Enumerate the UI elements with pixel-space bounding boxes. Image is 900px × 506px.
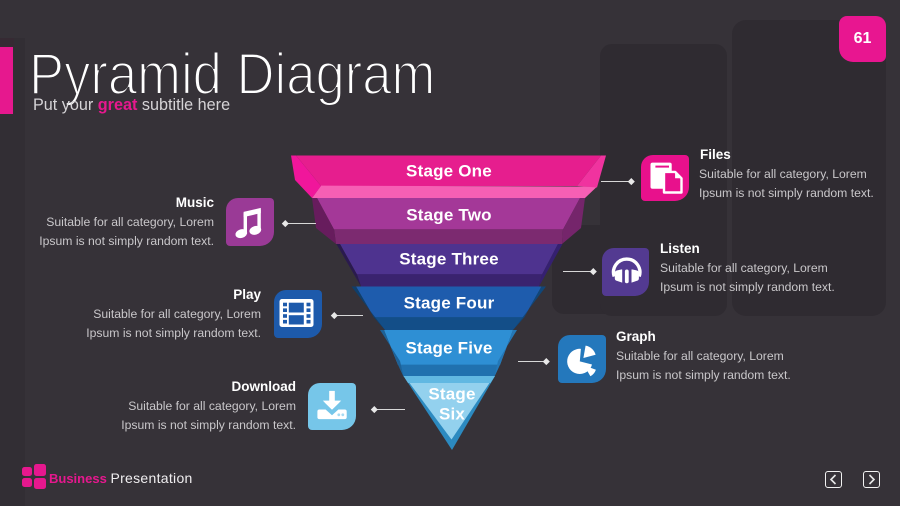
svg-text:Six: Six bbox=[439, 405, 465, 424]
svg-text:Stage Four: Stage Four bbox=[404, 294, 495, 313]
svg-text:Stage Five: Stage Five bbox=[405, 339, 492, 358]
svg-text:Stage: Stage bbox=[428, 385, 475, 404]
svg-text:Stage Two: Stage Two bbox=[406, 206, 492, 225]
svg-text:Stage One: Stage One bbox=[406, 162, 492, 181]
svg-text:Stage Three: Stage Three bbox=[399, 250, 499, 269]
